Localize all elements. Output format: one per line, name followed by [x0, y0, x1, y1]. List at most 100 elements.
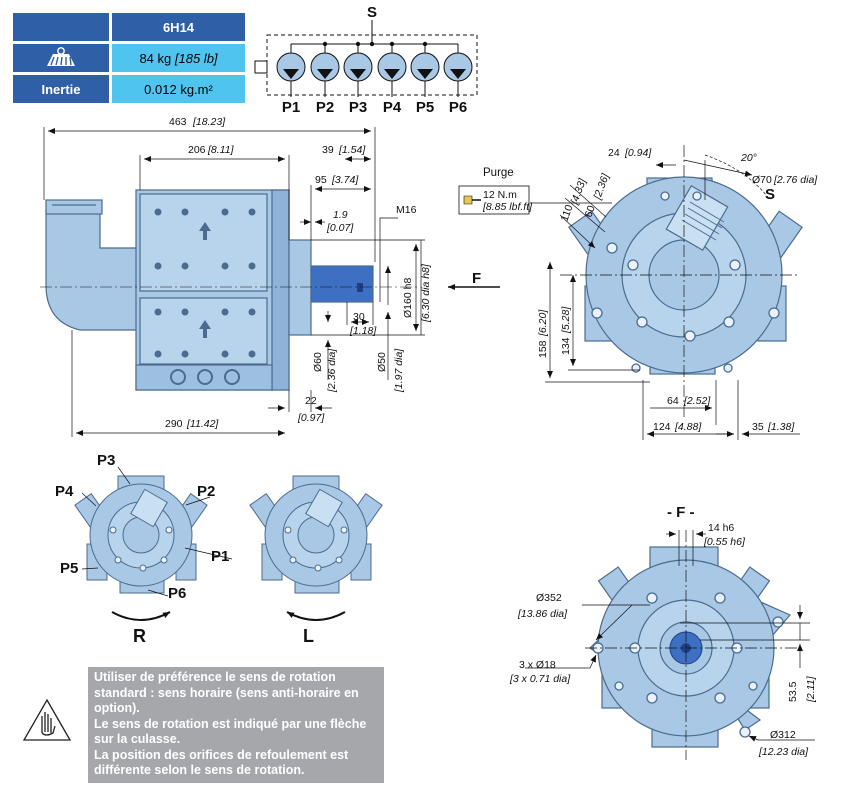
inertia-value: 0.012 kg.m² [112, 75, 245, 103]
hand-manual-icon [22, 698, 72, 741]
dim-rear-length: 290 [165, 418, 183, 430]
rotation-port-label: P5 [60, 560, 78, 577]
note-line: Le sens de rotation est indiqué par une … [94, 716, 367, 747]
rotation-port-label: P6 [168, 585, 186, 602]
dim-shaft-length: 95 [315, 174, 327, 186]
dim-124-imperial: [4.88] [674, 421, 702, 433]
dim-shaft-50: Ø50 [376, 352, 388, 372]
hydraulic-schematic [254, 20, 478, 97]
weight-icon-glyph [47, 46, 75, 66]
weight-imperial: [185 lb] [174, 50, 218, 66]
rotation-port-label: P4 [55, 483, 74, 500]
dim-124: 124 [653, 421, 671, 433]
rear-port-s: S [765, 186, 775, 203]
schematic-piston-label: P2 [316, 99, 334, 116]
dim-spigot: Ø160 h8 [402, 278, 414, 318]
rear-view-body [568, 176, 803, 375]
schematic-piston-label: P6 [449, 99, 467, 116]
purge-torque-imperial: [8.85 lbf.ft] [482, 201, 533, 213]
rotation-left-label: L [303, 626, 314, 646]
rotation-right-label: R [133, 626, 146, 646]
dim-flange-thickness-imperial: [0.97] [297, 412, 325, 424]
schematic-piston-label: P3 [349, 99, 367, 116]
dim-shaft-60: Ø60 [312, 352, 324, 372]
side-view-bolts [154, 208, 256, 358]
side-view [40, 127, 500, 437]
rear-view [458, 145, 803, 440]
dim-outer-dia: Ø352 [536, 592, 562, 604]
dim-key-width: 14 h6 [708, 522, 734, 534]
thread-label: M16 [396, 204, 417, 216]
dim-shaft-offset: 1.9 [333, 209, 348, 221]
schematic-piston-label: P4 [383, 99, 402, 116]
dim-64-imperial: [2.52] [683, 395, 711, 407]
dim-spigot-imperial: [6.30 dia h8] [420, 263, 432, 323]
purge-fitting-icon [458, 185, 530, 215]
dim-pcd: Ø312 [770, 729, 796, 741]
dim-60-rear-imperial: [2.36] [591, 171, 612, 202]
rotation-right-view [74, 466, 233, 621]
dim-60-rear: 60 [583, 204, 598, 219]
side-view-body [45, 189, 374, 391]
note-line: Utiliser de préférence le sens de rotati… [94, 670, 359, 715]
dim-64: 64 [667, 395, 679, 407]
spec-corner-cell [13, 13, 109, 41]
dim-key-height-imperial: [2.11] [805, 675, 817, 703]
dim-outer-dia-imperial: [13.86 dia] [517, 608, 568, 620]
dim-port-dia: Ø70 [752, 174, 772, 186]
dim-24-imperial: [0.94] [624, 147, 652, 159]
spec-table: 6H14 84 kg [185 lb] Inertie 0.012 kg.m² [10, 10, 248, 106]
dim-key-length: 30 [353, 311, 365, 323]
weight-value: 84 kg [185 lb] [112, 44, 245, 72]
dim-134: 134 [560, 337, 572, 355]
rotation-port-label: P1 [211, 548, 229, 565]
weight-metric: 84 kg [139, 50, 172, 66]
dim-body-length: 206 [188, 144, 206, 156]
dim-flange-end-imperial: [1.54] [338, 144, 366, 156]
front-view-title: - F - [667, 504, 695, 521]
dim-158-imperial: [6.20] [537, 309, 549, 337]
purge-torque: 12 N.m [483, 189, 517, 201]
schematic-port-s: S [367, 4, 377, 21]
dim-134-imperial: [5.28] [560, 306, 572, 334]
dim-pcd-imperial: [12.23 dia] [758, 746, 809, 758]
dim-body-length-imperial: [8.11] [207, 144, 235, 156]
dim-overall-length-imperial: [18.23] [192, 116, 226, 128]
dim-flange-end: 39 [322, 144, 334, 156]
weight-icon [13, 44, 109, 72]
front-view [525, 530, 815, 760]
dim-flange-thickness: 22 [305, 395, 317, 407]
dim-key-height: 53.5 [787, 681, 799, 702]
dim-158: 158 [537, 340, 549, 358]
dim-shaft-length-imperial: [3.74] [331, 174, 359, 186]
dim-shaft-50-imperial: [1.97 dia] [393, 348, 405, 393]
view-arrow-f: F [472, 270, 481, 287]
rear-view-cooling-fins [681, 201, 725, 241]
rear-view-bolts [591, 191, 780, 373]
angle-label: 20° [740, 152, 757, 164]
dim-rear-length-imperial: [11.42] [186, 418, 219, 430]
purge-label: Purge [483, 167, 514, 179]
note-line: La position des orifices de refoulement … [94, 747, 349, 778]
dim-overall-length: 463 [169, 116, 187, 128]
inertia-label: Inertie [13, 75, 109, 103]
dim-110-imperial: [4.33] [568, 176, 589, 207]
dim-24: 24 [608, 147, 620, 159]
rotation-port-label: P3 [97, 452, 115, 469]
dim-35-imperial: [1.38] [767, 421, 795, 433]
dim-shaft-60-imperial: [2.36 dia] [326, 348, 338, 393]
rotation-left-view [249, 475, 383, 621]
dim-shaft-offset-imperial: [0.07] [326, 222, 354, 234]
spec-header: 6H14 [112, 13, 245, 41]
dim-110: 110 [559, 203, 576, 223]
dim-key-width-imperial: [0.55 h6] [703, 536, 746, 548]
side-view-ports [170, 369, 240, 385]
dim-key-length-imperial: [1.18] [349, 325, 377, 337]
rotation-port-label: P2 [197, 483, 215, 500]
dim-holes: 3 x Ø18 [519, 659, 556, 671]
schematic-piston-label: P1 [282, 99, 300, 116]
dim-35: 35 [752, 421, 764, 433]
dim-port-dia-imperial: [2.76 dia] [773, 174, 818, 186]
dim-holes-imperial: [3 x 0.71 dia] [509, 673, 571, 685]
